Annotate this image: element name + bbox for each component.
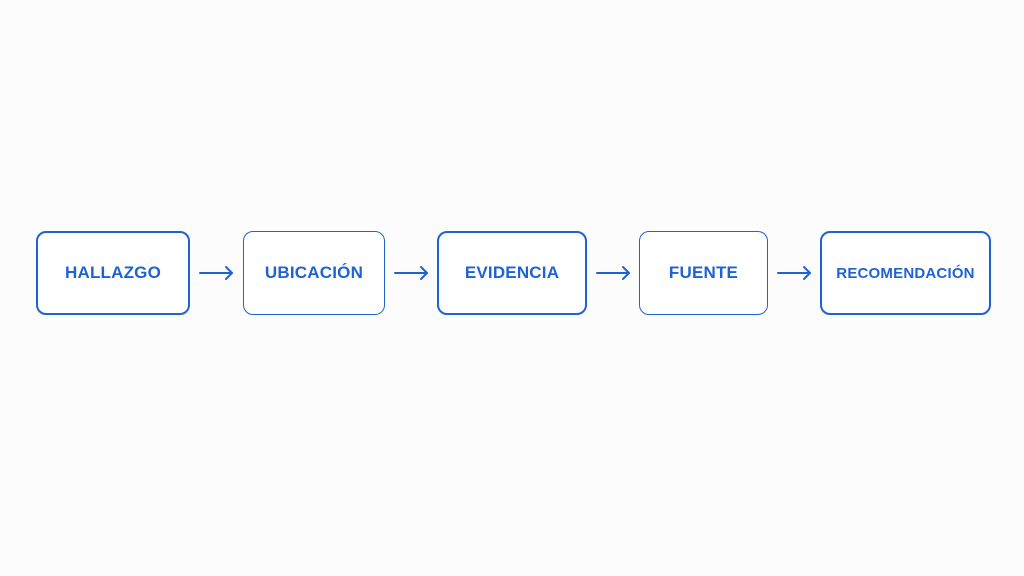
step-evidencia: EVIDENCIA (437, 231, 587, 315)
step-label: EVIDENCIA (464, 263, 560, 282)
step-label: FUENTE (668, 263, 739, 282)
step-hallazgo: HALLAZGO (36, 231, 190, 315)
arrow-right-icon (394, 266, 428, 280)
step-label: HALLAZGO (64, 263, 162, 282)
step-fuente: FUENTE (639, 231, 768, 315)
step-recomendacion: RECOMENDACIÓN (820, 231, 991, 315)
step-label: RECOMENDACIÓN (836, 264, 975, 282)
step-ubicacion: UBICACIÓN (243, 231, 385, 315)
arrow-right-icon (199, 266, 233, 280)
step-label: UBICACIÓN (264, 263, 364, 282)
arrow-right-icon (596, 266, 630, 280)
arrow-right-icon (777, 266, 811, 280)
